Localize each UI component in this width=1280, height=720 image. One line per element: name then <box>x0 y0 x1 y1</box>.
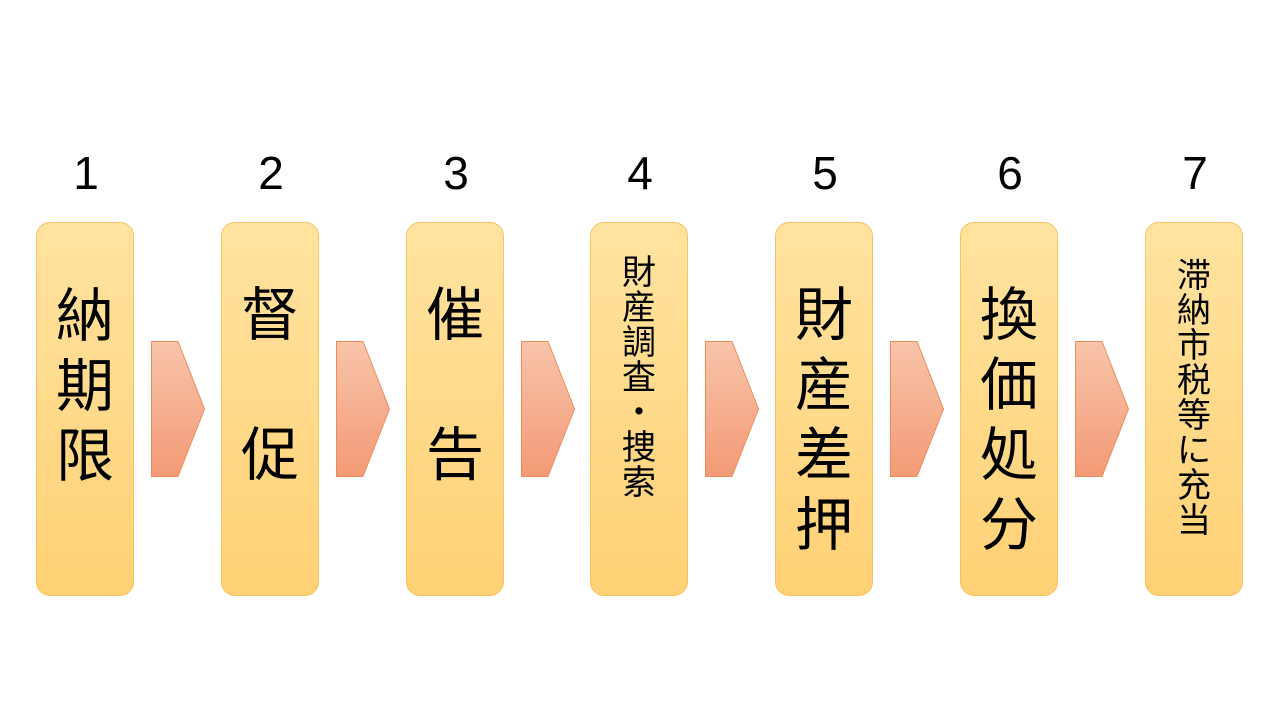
step-box-2: 督 促 <box>221 222 319 596</box>
step-number-6: 6 <box>997 147 1023 199</box>
step-label-7: 滞 納 市 税 等 に 充 当 <box>1177 256 1211 541</box>
step-box-4: 財 産 調 査 ・ 捜 索 <box>590 222 688 596</box>
step-number-5: 5 <box>812 147 838 199</box>
arrow-icon <box>705 341 759 477</box>
step-number-1: 1 <box>73 147 99 199</box>
step-label-6: 換 価 処 分 <box>979 281 1038 559</box>
arrow-icon <box>1075 341 1129 477</box>
step-number-3: 3 <box>443 147 469 199</box>
arrow-icon <box>890 341 944 477</box>
step-box-3: 催 告 <box>406 222 504 596</box>
arrow-icon <box>521 341 575 477</box>
step-number-4: 4 <box>627 147 653 199</box>
step-box-6: 換 価 処 分 <box>960 222 1058 596</box>
arrow-icon <box>336 341 390 477</box>
step-number-7: 7 <box>1182 147 1208 199</box>
step-label-1: 納 期 限 <box>55 282 114 490</box>
step-box-5: 財 産 差 押 <box>775 222 873 596</box>
step-box-1: 納 期 限 <box>36 222 134 596</box>
step-label-5: 財 産 差 押 <box>794 281 853 559</box>
arrow-icon <box>151 341 205 477</box>
step-label-4: 財 産 調 査 ・ 捜 索 <box>622 253 656 503</box>
step-box-7: 滞 納 市 税 等 に 充 当 <box>1145 222 1243 596</box>
step-number-2: 2 <box>258 147 284 199</box>
step-label-2: 督 促 <box>240 281 299 489</box>
step-label-3: 催 告 <box>425 281 484 489</box>
